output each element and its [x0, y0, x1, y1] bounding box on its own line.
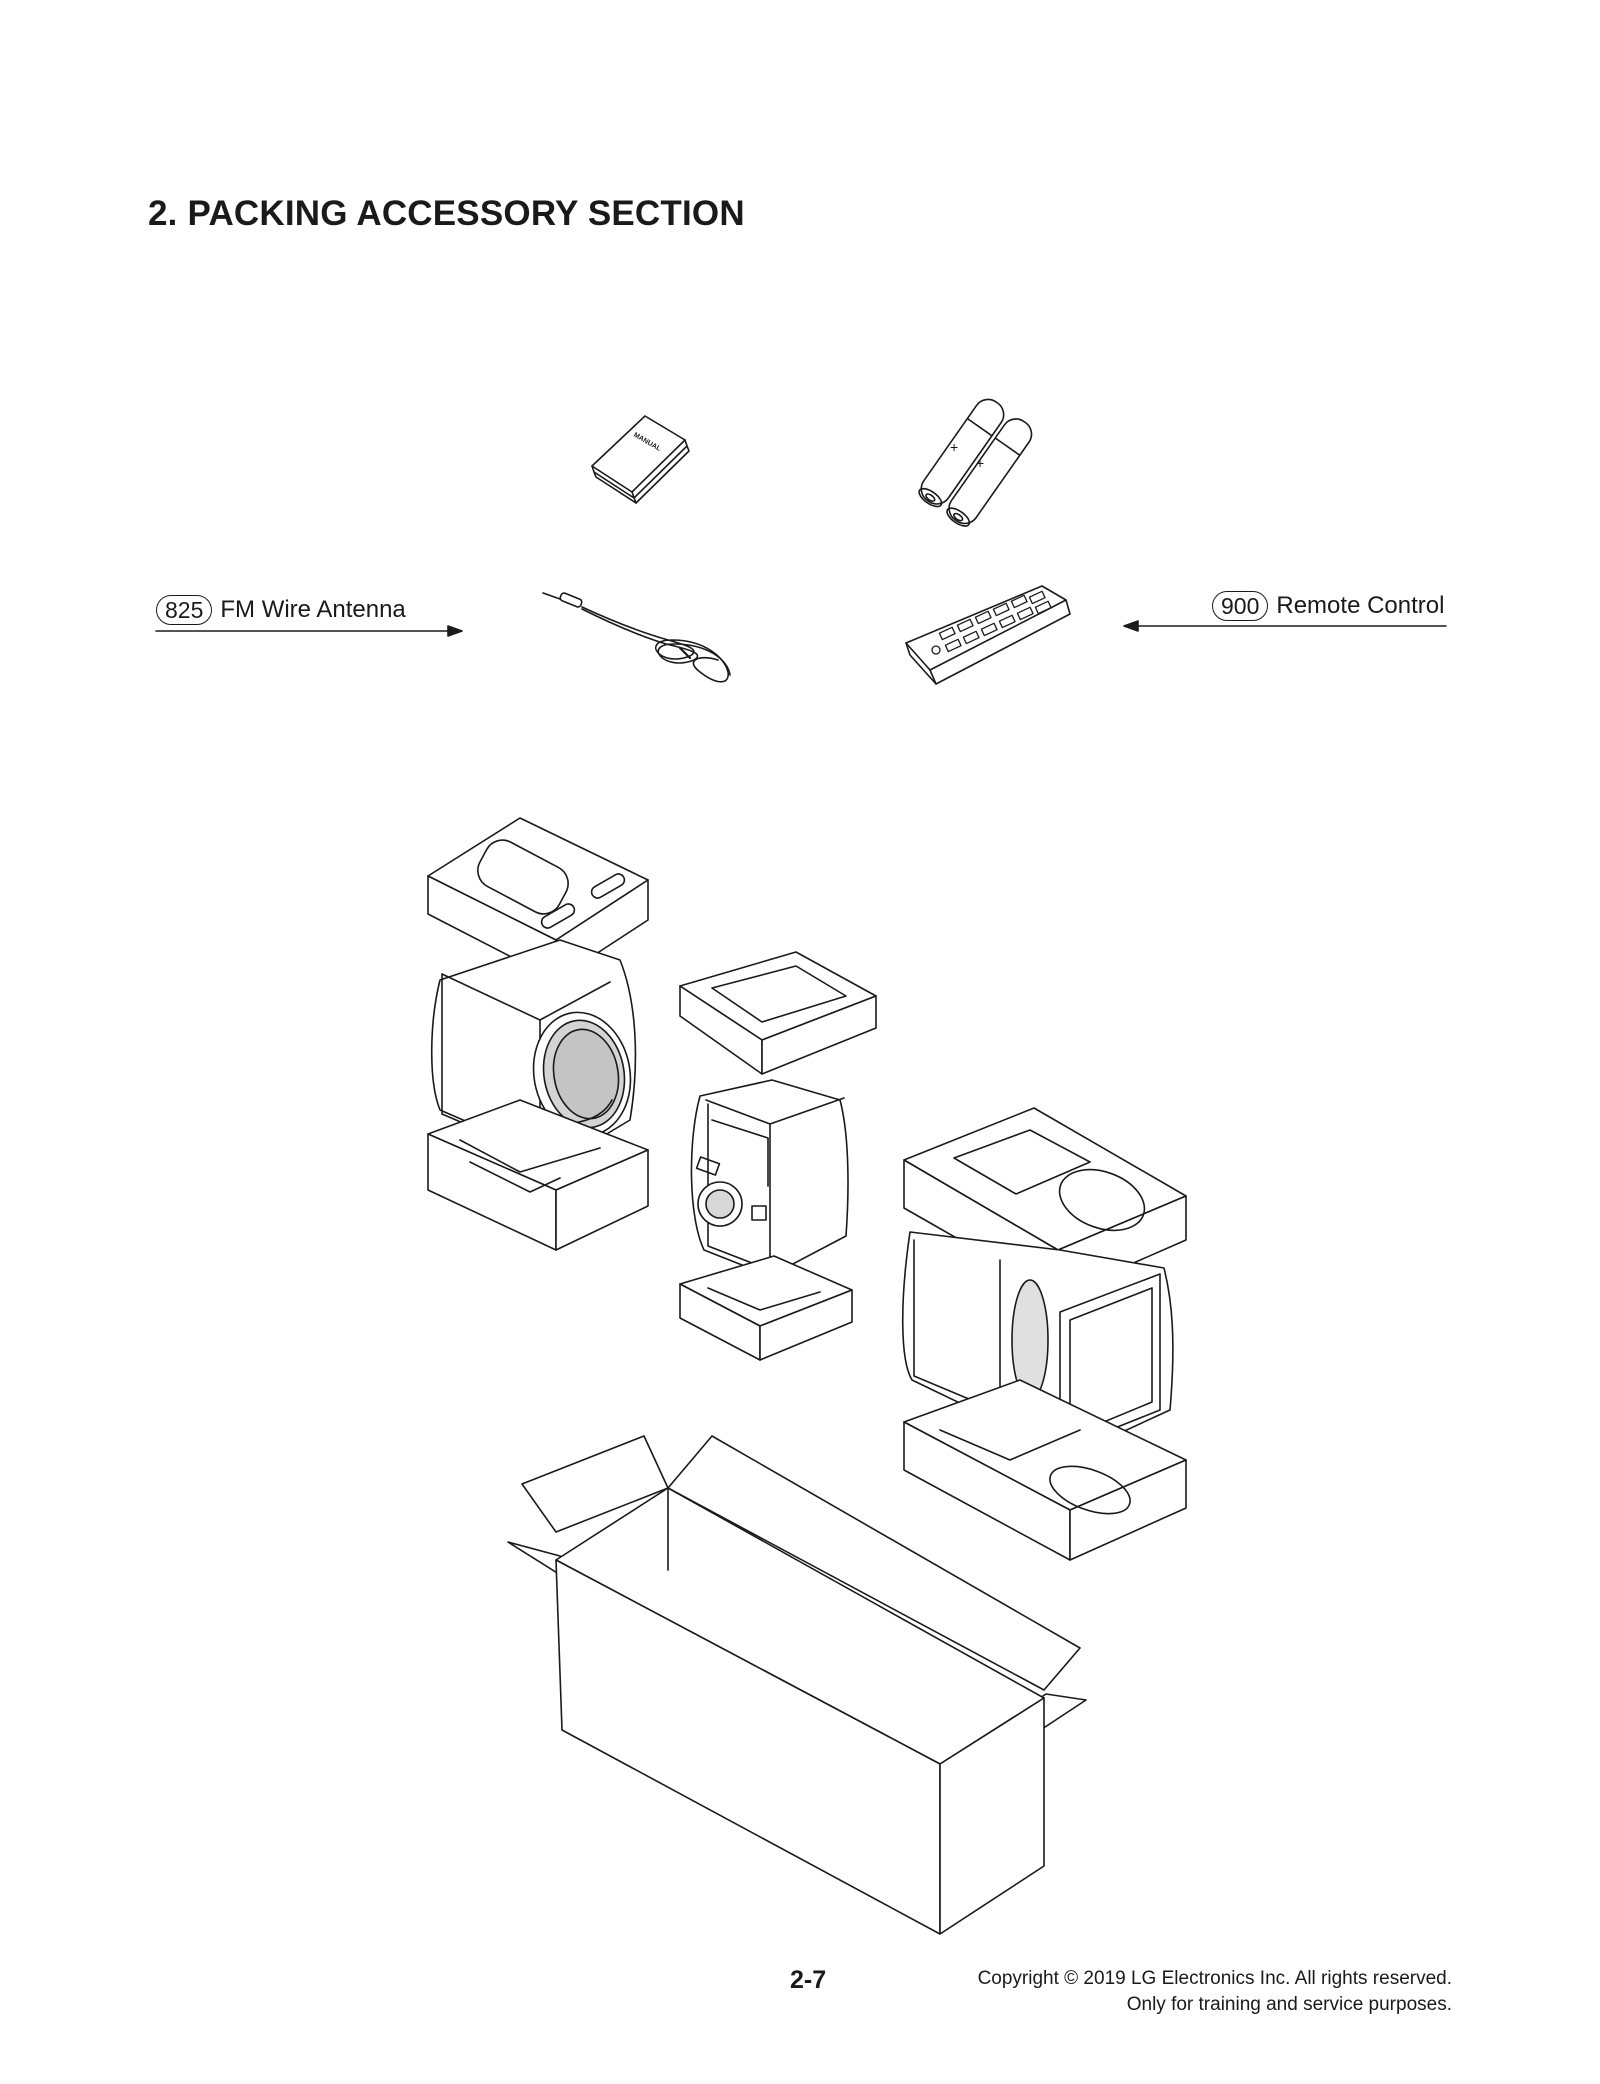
- remote-illustration: [905, 585, 1071, 685]
- manual-illustration: MANUAL: [591, 415, 690, 504]
- batteries-illustration: + +: [918, 398, 1033, 527]
- main-unit-package: [679, 951, 877, 1361]
- callout-label: FM Wire Antenna: [220, 596, 406, 623]
- copyright-notice: Copyright © 2019 LG Electronics Inc. All…: [978, 1966, 1452, 2018]
- page-number: 2-7: [790, 1966, 827, 1994]
- callout-remote-control: 900 Remote Control: [1212, 591, 1444, 621]
- right-speaker-package: [901, 1107, 1187, 1561]
- copyright-line-1: Copyright © 2019 LG Electronics Inc. All…: [977, 1968, 1452, 1989]
- left-speaker-package: [427, 817, 649, 1251]
- callout-fm-antenna: 825 FM Wire Antenna: [156, 595, 406, 625]
- callout-label: Remote Control: [1276, 592, 1445, 619]
- page-title: 2. PACKING ACCESSORY SECTION: [148, 194, 745, 233]
- svg-text:+: +: [976, 455, 984, 471]
- copyright-line-2: Only for training and service purposes.: [1126, 1994, 1452, 2015]
- fm-antenna-illustration: [542, 592, 731, 683]
- svg-text:+: +: [950, 439, 958, 455]
- callout-number: 825: [156, 595, 213, 625]
- callout-number: 900: [1212, 591, 1269, 621]
- carton-box-illustration: [507, 1435, 1087, 1935]
- callout-arrows: [155, 620, 1447, 637]
